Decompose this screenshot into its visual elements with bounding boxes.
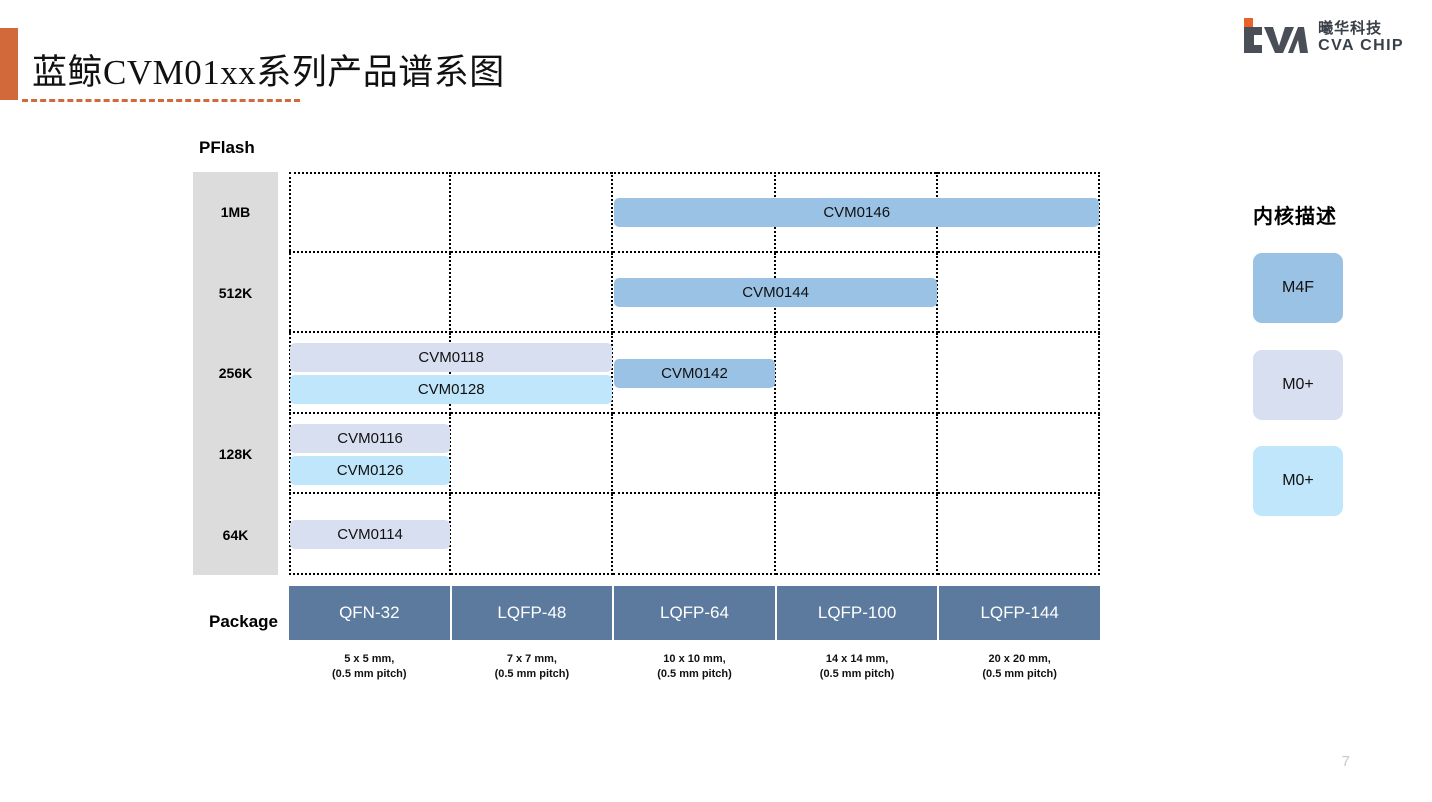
package-dimension-qfn-32: 5 x 5 mm,(0.5 mm pitch)	[332, 653, 407, 680]
legend-chip-1-m0plus[interactable]: M0+	[1253, 350, 1343, 420]
package-header-lqfp-144[interactable]: LQFP-144	[939, 586, 1100, 640]
package-axis-title: Package	[209, 612, 278, 631]
grid-cell-r4-c3	[775, 494, 938, 575]
title-underline-divider	[22, 99, 300, 102]
package-header-lqfp-64[interactable]: LQFP-64	[614, 586, 775, 640]
grid-cell-r3-c0	[289, 413, 452, 495]
logo-text-cn: 曦华科技	[1318, 20, 1383, 38]
package-header-qfn-32[interactable]: QFN-32	[289, 586, 450, 640]
grid-cell-r1-c0	[289, 252, 452, 334]
grid-cell-r2-c3	[775, 333, 938, 414]
pflash-tick-64k: 64K	[222, 526, 249, 543]
grid-cell-r3-c2	[613, 413, 776, 495]
legend-chip-2-m0plus[interactable]: M0+	[1253, 446, 1343, 516]
product-bar-cvm0144[interactable]: CVM0144	[614, 278, 937, 308]
grid-cell-r4-c0	[289, 494, 452, 575]
product-bar-cvm0126[interactable]: CVM0126	[290, 455, 451, 485]
package-dimension-lqfp-48: 7 x 7 mm,(0.5 mm pitch)	[494, 653, 570, 680]
page-number: 7	[1341, 753, 1350, 770]
pflash-tick-512k: 512K	[218, 284, 253, 301]
grid-cell-r0-c1	[451, 172, 614, 253]
product-bar-cvm0142[interactable]: CVM0142	[614, 359, 775, 388]
grid-cell-r2-c1	[451, 333, 614, 414]
package-dimension-lqfp-144: 20 x 20 mm,(0.5 mm pitch)	[982, 653, 1057, 680]
grid-cell-r4-c2	[613, 494, 776, 575]
logo-text-en: CVA CHIP	[1318, 37, 1404, 55]
grid-cell-r1-c1	[451, 252, 614, 334]
pflash-tick-1mb: 1MB	[220, 204, 251, 221]
package-dimensions-row: 5 x 5 mm,(0.5 mm pitch) 7 x 7 mm,(0.5 mm …	[289, 652, 1100, 682]
grid-cell-r3-c1	[451, 413, 614, 495]
package-dimension-lqfp-64: 10 x 10 mm,(0.5 mm pitch)	[657, 653, 732, 680]
brand-logo: 曦华科技 CVA CHIP	[1242, 18, 1404, 58]
product-bar-cvm0118[interactable]: CVM0118	[290, 343, 613, 372]
grid-cell-r4-c4	[937, 494, 1100, 575]
grid-cell-r4-c1	[451, 494, 614, 575]
product-bar-cvm0116[interactable]: CVM0116	[290, 423, 451, 453]
pflash-axis-title: PFlash	[199, 138, 255, 157]
package-header-lqfp-100[interactable]: LQFP-100	[776, 586, 938, 640]
title-accent-bar	[0, 28, 18, 100]
page-title: 蓝鲸CVM01xx系列产品谱系图	[32, 53, 505, 92]
pflash-tick-128k: 128K	[218, 446, 253, 463]
package-header-lqfp-48[interactable]: LQFP-48	[451, 586, 613, 640]
package-dimension-lqfp-100: 14 x 14 mm,(0.5 mm pitch)	[819, 653, 895, 680]
product-bar-cvm0114[interactable]: CVM0114	[290, 520, 451, 550]
product-bar-cvm0128[interactable]: CVM0128	[290, 375, 613, 404]
grid-cell-r2-c4	[937, 333, 1100, 414]
grid-cell-r3-c4	[937, 413, 1100, 495]
legend-title: 内核描述	[1253, 206, 1337, 228]
grid-cell-r3-c3	[775, 413, 938, 495]
pflash-tick-256k: 256K	[218, 365, 253, 382]
grid-cell-r0-c0	[289, 172, 452, 253]
cva-logo-icon	[1242, 18, 1309, 58]
grid-cell-r2-c0	[289, 333, 452, 414]
legend-chip-0-m4f[interactable]: M4F	[1253, 253, 1343, 323]
grid-cell-r1-c4	[937, 252, 1100, 334]
product-bar-cvm0146[interactable]: CVM0146	[614, 197, 1099, 227]
pflash-axis: 1MB 512K 256K 128K 64K	[193, 172, 278, 575]
